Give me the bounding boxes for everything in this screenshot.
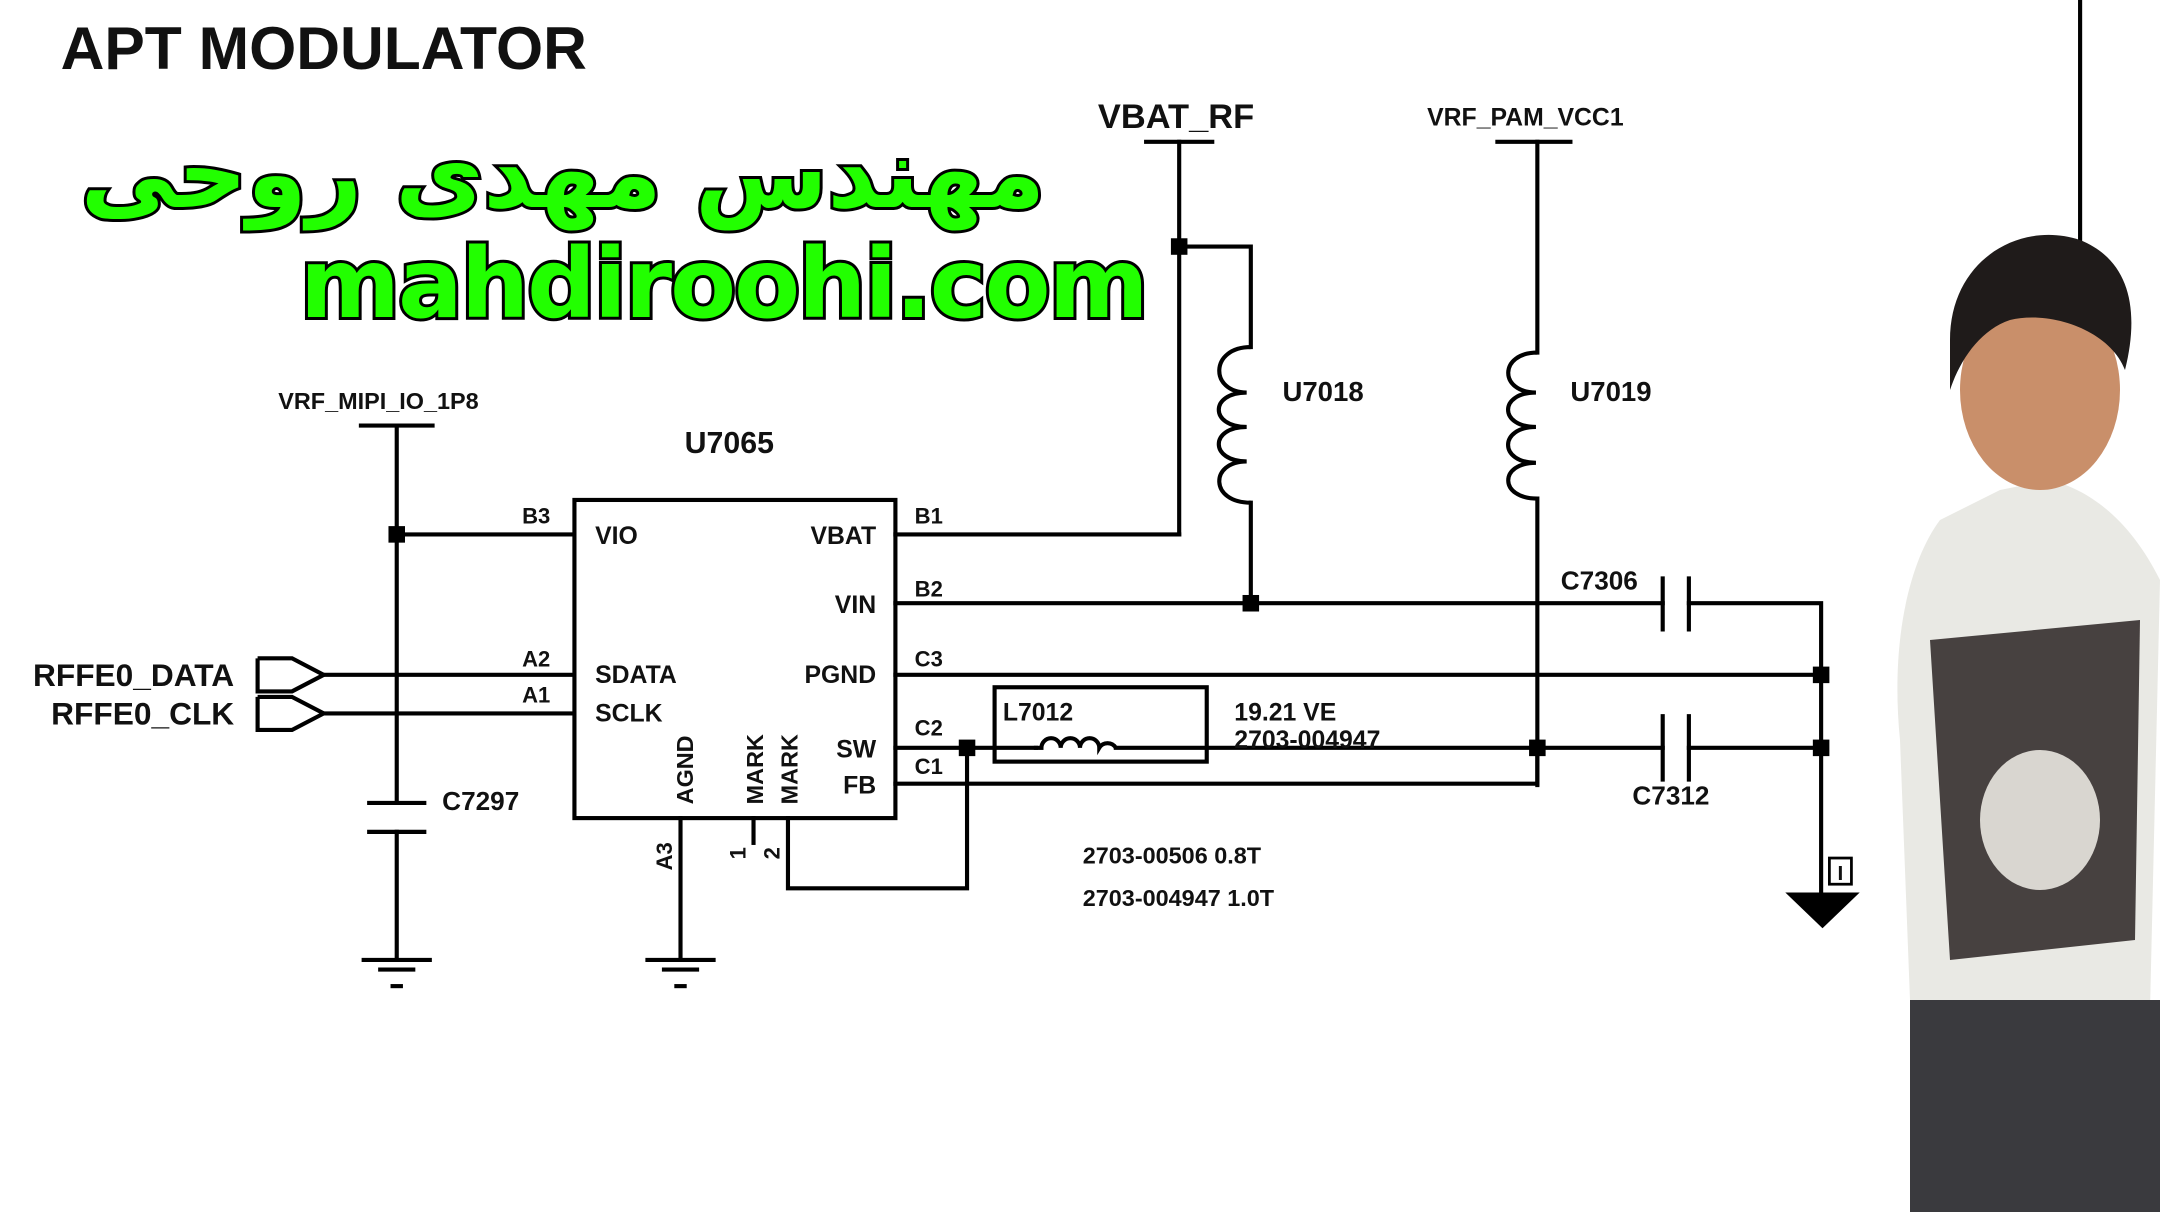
vbat-rf-label: VBAT_RF (1098, 98, 1254, 136)
ground-flag-label: I (1838, 862, 1844, 885)
u7018-label: U7018 (1283, 376, 1364, 407)
vrf-pam-vcc1-label: VRF_PAM_VCC1 (1427, 104, 1624, 131)
junction-dot (1812, 739, 1830, 757)
brand-persian-name: مهندس مهدی روحی (78, 115, 1048, 233)
pin-name-mark-1: MARK (742, 734, 768, 804)
pin-name-vin: VIN (835, 592, 876, 619)
pin-name-vbat: VBAT (810, 523, 876, 550)
pin-name-sdata: SDATA (595, 662, 677, 689)
pin-name-agnd: AGND (672, 735, 698, 804)
pin-ball-a3: A3 (652, 842, 677, 870)
signal-rffe0-clk: RFFE0_CLK (51, 695, 234, 731)
c7306-label: C7306 (1561, 565, 1638, 595)
u7018-inductor: U7018 (1216, 345, 1364, 606)
pin-ball-b3: B3 (522, 503, 550, 528)
port-rffe0-clk (255, 694, 329, 733)
c7312-label: C7312 (1632, 780, 1709, 810)
vrf-mipi-io-rail: VRF_MIPI_IO_1P8 C7297 (278, 388, 519, 989)
pin-ball-1: 1 (725, 847, 750, 859)
signal-rffe0-data: RFFE0_DATA (33, 657, 234, 693)
part-note-a: 2703-00506 0.8T (1083, 843, 1262, 869)
face (1960, 290, 2120, 490)
power-ground-symbol: I (1785, 856, 1860, 929)
c7297-label: C7297 (442, 786, 519, 816)
junction-dot (1529, 739, 1546, 757)
pin-ball-a1: A1 (522, 682, 550, 707)
ic-ref-label: U7065 (685, 427, 774, 460)
pin-name-sclk: SCLK (595, 701, 663, 728)
pin-ball-2: 2 (760, 847, 785, 859)
rffe-ports: RFFE0_DATA RFFE0_CLK (33, 656, 329, 733)
pin-ball-c2: C2 (915, 715, 943, 740)
skull-graphic (1980, 750, 2100, 890)
jeans (1910, 1000, 2160, 1212)
vrf-pam-vcc1-rail: VRF_PAM_VCC1 U7019 (1427, 104, 1652, 788)
port-rffe0-data (255, 656, 329, 694)
pin-name-sw: SW (836, 737, 877, 764)
c7312-capacitor: C7312 (1632, 714, 1824, 810)
pin-name-pgnd: PGND (805, 662, 877, 689)
u7019-label: U7019 (1570, 376, 1651, 407)
part-note-b: 2703-004947 1.0T (1083, 885, 1275, 911)
hair (1950, 234, 2132, 390)
pin-ball-b1: B1 (915, 503, 943, 528)
pin-name-mark-2: MARK (777, 734, 803, 804)
l7012-inductor: L7012 19.21 VE 2703-004947 (992, 685, 1665, 764)
pin-ball-c3: C3 (915, 647, 943, 672)
pin-ball-a2: A2 (522, 647, 550, 672)
junction-dot (1242, 594, 1260, 612)
l7012-label: L7012 (1003, 699, 1073, 726)
brand-website: mahdiroohi.com (297, 225, 1152, 343)
c7306-capacitor: C7306 (1561, 565, 1824, 912)
presenter-photo (1897, 234, 2160, 1212)
vrf-mipi-io-label: VRF_MIPI_IO_1P8 (278, 388, 478, 414)
pin-name-fb: FB (843, 772, 876, 799)
vbat-rf-rail: VBAT_RF (1098, 98, 1254, 537)
pin-ball-c1: C1 (915, 754, 943, 779)
l7012-note-1: 19.21 VE (1234, 699, 1336, 726)
junction-dot (1812, 666, 1830, 684)
l7012-note-2: 2703-004947 (1234, 727, 1380, 754)
junction-dot (958, 739, 976, 757)
ic-u7065: U7065 B3 VIO A2 SDATA A1 SCLK VBAT B1 VI… (321, 427, 1824, 989)
ground-symbol (361, 957, 432, 989)
ground-symbol (645, 957, 716, 989)
page-title: APT MODULATOR (61, 14, 587, 82)
pin-name-vio: VIO (595, 523, 638, 550)
pin-ball-b2: B2 (915, 576, 943, 601)
